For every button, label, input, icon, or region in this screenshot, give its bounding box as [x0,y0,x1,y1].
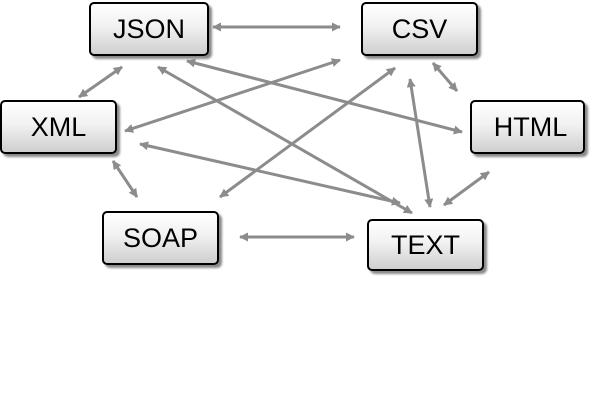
arrow-html-text [443,170,490,207]
arrow-csv-soap [219,66,396,199]
arrow-xml-soap [111,160,139,198]
node-xml: XML [0,100,117,154]
node-soap-label: SOAP [122,222,199,253]
node-csv: CSV [361,2,478,56]
node-text: TEXT [367,219,484,271]
node-text-label: TEXT [390,229,460,260]
arrow-csv-text [406,78,434,208]
arrow-csv-html [431,62,459,92]
node-html-label: HTML [493,111,568,142]
node-csv-label: CSV [391,13,448,44]
node-xml-label: XML [30,111,87,142]
arrow-json-text [157,65,413,215]
node-json: JSON [89,2,209,56]
arrow-json-xml [78,65,123,99]
node-html: HTML [470,100,585,154]
node-json-label: JSON [112,13,185,44]
arrow-xml-text [139,141,401,206]
node-soap: SOAP [102,211,219,265]
arrow-csv-xml [124,58,341,133]
